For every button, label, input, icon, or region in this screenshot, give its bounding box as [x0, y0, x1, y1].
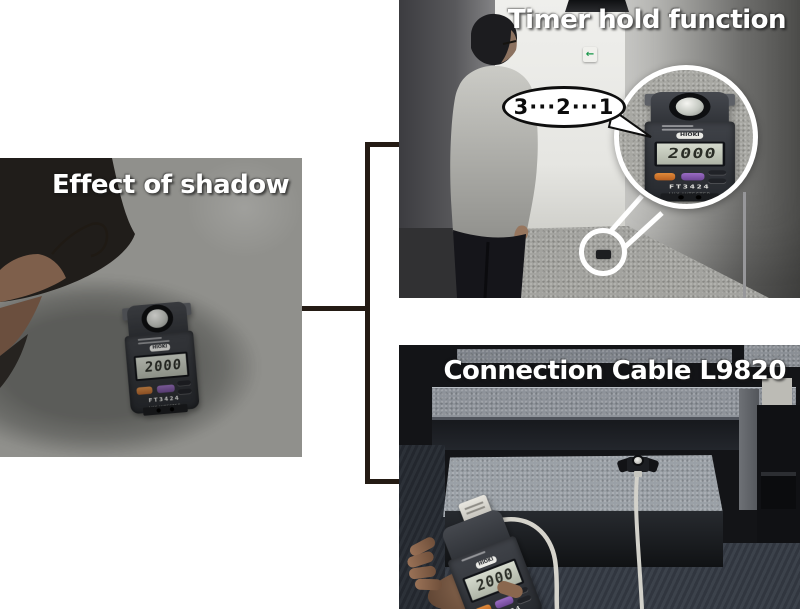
- meter-sensor-head: [650, 92, 729, 126]
- remote-sensor-head: [616, 453, 660, 481]
- meter-sensor-ring: [140, 303, 175, 334]
- observer-head: [0, 158, 135, 388]
- mode-button: [176, 380, 192, 387]
- ceiling-vent: [565, 0, 629, 12]
- meter-sensor-ring: [669, 92, 711, 121]
- exit-arrow-glyph: ←: [585, 48, 595, 60]
- meter-wing-left: [644, 93, 657, 106]
- meter-model-label: FT3424: [669, 184, 711, 191]
- upper-step-carpet: [457, 349, 732, 363]
- handheld-cable: [496, 517, 560, 609]
- sensor-connector-tab: [634, 471, 642, 477]
- lux-meter: HIOKI 2000 FT3424 LUX HiTESTER: [119, 301, 203, 419]
- connection-cables: [496, 475, 644, 609]
- meter-brand-label: HIOKI: [676, 132, 704, 139]
- black-box: [761, 472, 796, 509]
- meter-sensor-dome: [675, 97, 704, 116]
- cone-line: [623, 211, 664, 249]
- photo-title-timer-hold: Timer hold function: [507, 5, 787, 35]
- meter-print-line: [661, 128, 704, 131]
- right-wall-object: [762, 378, 792, 405]
- hand-finger: [414, 578, 443, 591]
- meter-brand-label: HIOKI: [149, 343, 171, 352]
- trouser-crease: [483, 241, 490, 298]
- stair-riser: [432, 420, 796, 450]
- magnifier-cone: [609, 194, 664, 249]
- meter-reading: 2000: [144, 355, 183, 376]
- magnifier-circle: HIOKI 2000 FT3424 LUX HiTESTER: [614, 65, 758, 209]
- sensor-dome: [632, 455, 644, 466]
- wall-corner-edge: [743, 192, 746, 298]
- lux-meter-magnified: HIOKI 2000 FT3424 LUX HiTESTER: [641, 92, 739, 202]
- meter-foot: [660, 193, 720, 202]
- man-glasses-icon: [502, 40, 517, 45]
- photo-connection-cable: HIOKI 2000 FT3424 Connection Cable L9820: [399, 345, 800, 609]
- timer-button: [708, 178, 727, 184]
- observer-shoulder: [0, 334, 28, 388]
- bubble-tail: [607, 108, 652, 138]
- right-pillar: [739, 389, 759, 510]
- hold-button: [681, 172, 705, 181]
- hold-button: [156, 384, 175, 394]
- exit-sign-icon: ←: [583, 47, 597, 62]
- cone-line: [609, 194, 644, 233]
- power-button: [654, 172, 676, 181]
- meter-lcd: 2000: [133, 351, 190, 382]
- man-trousers: [453, 230, 526, 298]
- lux-meter-on-carpet: HIOKI 2000 FT3424 LUX HiTESTER: [119, 301, 203, 419]
- meter-body: HIOKI 2000 FT3424 LUX HiTESTER: [124, 330, 200, 415]
- mode-button: [708, 170, 727, 176]
- connector-line-left: [302, 306, 368, 311]
- glasses-icon: [51, 222, 109, 258]
- meter-lcd: 2000: [654, 141, 726, 167]
- meter-sensor-dome: [145, 308, 169, 329]
- observer-neck: [0, 296, 42, 356]
- meter-on-floor: [596, 250, 611, 259]
- photo-title-connection-cable: Connection Cable L9820: [443, 356, 786, 386]
- photo-title-effect-of-shadow: Effect of shadow: [52, 170, 290, 200]
- upper-step-carpet-right: [744, 345, 800, 367]
- photo-timer-hold: ←: [399, 0, 800, 298]
- connector-line-top: [368, 142, 399, 147]
- connector-line-vertical: [365, 142, 370, 484]
- power-button: [473, 603, 493, 609]
- man-head-hair: [471, 13, 517, 66]
- sensor-cable: [634, 475, 644, 609]
- meter-print-line: [661, 125, 694, 127]
- stair-step-carpet: [432, 387, 796, 418]
- countdown-bubble: 3···2···1: [502, 86, 626, 128]
- stair-step-edge: [432, 417, 796, 420]
- connector-line-bottom: [368, 479, 399, 484]
- man-face: [501, 30, 517, 63]
- photo-effect-of-shadow: HIOKI 2000 FT3424 LUX HiTESTER Effect of…: [0, 158, 302, 457]
- lux-meter: HIOKI 2000 FT3424 LUX HiTESTER: [641, 92, 739, 202]
- countdown-text: 3···2···1: [513, 95, 615, 119]
- power-button: [136, 386, 153, 396]
- magnifier-target-circle: [579, 228, 627, 276]
- observer-ear-cheek: [0, 254, 66, 302]
